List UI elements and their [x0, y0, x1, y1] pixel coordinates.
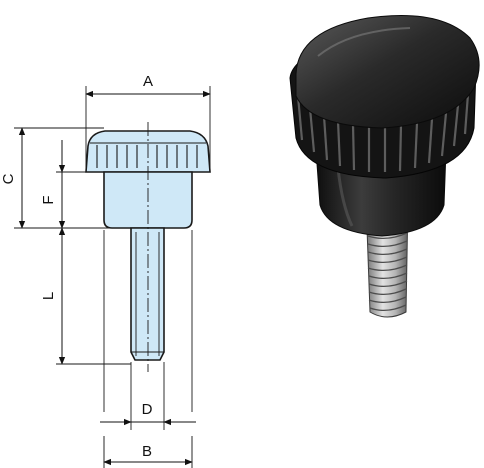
photo-knurl-ribs [296, 93, 470, 172]
dimension-f-label: F [40, 195, 57, 204]
dimension-d: D [100, 401, 196, 426]
photo-knob-top [295, 15, 480, 129]
knob-photo [289, 15, 480, 318]
dimension-f: F [40, 140, 66, 229]
knurl-ribs [96, 145, 198, 168]
dimension-b-label: B [142, 443, 152, 460]
dimension-l-label: L [40, 292, 57, 300]
dimension-c: C [0, 127, 26, 229]
extension-lines [14, 86, 211, 430]
photo-top-highlight [317, 27, 411, 57]
photo-thread-lines [367, 232, 408, 312]
dimension-b: B [103, 436, 193, 468]
dimension-c-label: C [0, 173, 17, 184]
dimension-d-label: D [142, 401, 153, 418]
photo-body-highlight [336, 167, 354, 227]
dimension-a: A [85, 73, 211, 98]
technical-drawing: A C F L D B [0, 73, 211, 468]
dimension-l: L [40, 227, 66, 365]
dimension-a-label: A [143, 73, 153, 90]
